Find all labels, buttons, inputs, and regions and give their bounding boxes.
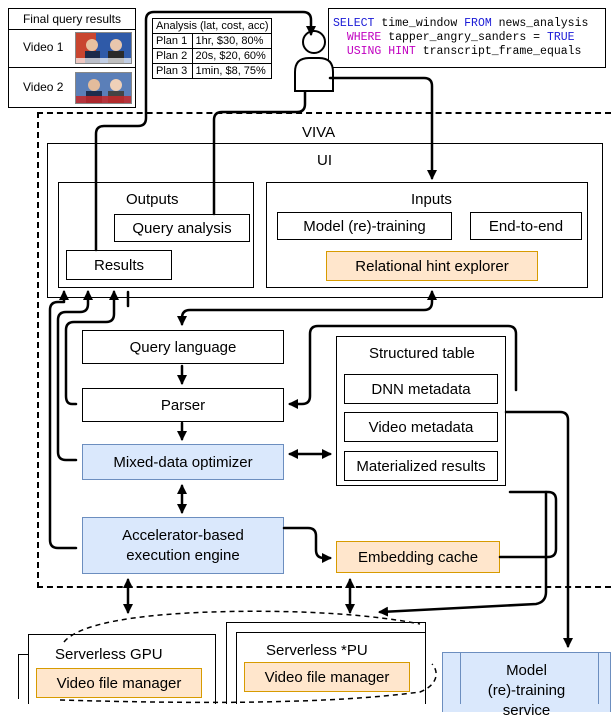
plan-name: Plan 1 <box>152 33 193 49</box>
connector-layer <box>48 10 573 704</box>
inputs-title: Inputs <box>411 191 452 208</box>
query-analysis-button[interactable]: Query analysis <box>114 214 250 242</box>
table-to-parser-arrow <box>288 324 518 409</box>
viva-boundary <box>37 112 611 588</box>
inputs-panel <box>266 182 588 288</box>
user-to-inputs-arrow <box>328 76 437 180</box>
training-service-divider-left <box>460 652 461 704</box>
analysis-header: Analysis (lat, cost, acc) <box>151 18 273 34</box>
outputs-title: Outputs <box>126 191 179 208</box>
ui-title: UI <box>317 152 332 169</box>
execution-engine-box: Accelerator-based execution engine <box>82 517 284 574</box>
final-results-title: Final query results <box>9 9 135 30</box>
query-line-2: WHERE tapper_angry_sanders = TRUE <box>346 31 575 44</box>
execution-engine-line-2: execution engine <box>126 546 240 564</box>
plan-value: 1min, $8, 75% <box>191 63 273 79</box>
dnn-metadata-box: DNN metadata <box>344 374 498 404</box>
analysis-to-user-arrow <box>212 90 307 216</box>
model-training-button[interactable]: Model (re)-training <box>277 212 452 240</box>
results-to-user-arrow <box>94 10 316 252</box>
structured-table-title: Structured table <box>369 345 475 362</box>
table-to-training-arrow <box>504 410 573 648</box>
structure-to-pu-arrow <box>378 490 548 617</box>
results-button[interactable]: Results <box>66 250 172 280</box>
pu-video-file-manager: Video file manager <box>244 662 410 692</box>
outputs-panel <box>58 182 254 288</box>
query-line-3: USING HINT transcript_frame_equals <box>346 45 582 58</box>
gpu-video-file-manager: Video file manager <box>36 668 202 698</box>
mixed-data-optimizer-box: Mixed-data optimizer <box>82 444 284 480</box>
training-service-line-1: Model <box>506 662 547 679</box>
cache-to-table-arrow <box>498 490 558 559</box>
end-to-end-button[interactable]: End-to-end <box>470 212 582 240</box>
engine-to-results-arrow <box>48 290 78 550</box>
video-1-thumbnail[interactable] <box>75 32 132 64</box>
serverless-gpu-title: Serverless GPU <box>55 646 163 663</box>
serverless-dashed-link <box>63 610 421 643</box>
serverless-dashed-link-lower <box>59 663 437 704</box>
user-icon <box>294 30 334 92</box>
training-service-line-3: service <box>502 702 551 719</box>
query-line-1: SELECT time_window FROM news_analysis <box>333 17 589 30</box>
training-service-line-2: (re)-training <box>487 682 566 699</box>
video-metadata-box: Video metadata <box>344 412 498 442</box>
final-results-panel: Final query results Video 1 Video 2 <box>8 8 136 108</box>
serverless-pu-title: Serverless *PU <box>266 642 368 659</box>
video-1-label: Video 1 <box>23 40 64 54</box>
execution-engine-line-1: Accelerator-based <box>122 526 244 544</box>
embedding-cache-box: Embedding cache <box>336 541 500 573</box>
parser-to-results-arrow <box>64 290 119 406</box>
plan-value: 1hr, $30, 80% <box>191 33 273 49</box>
materialized-results-box: Materialized results <box>344 451 498 481</box>
video-2-thumbnail[interactable] <box>75 72 132 104</box>
engine-to-cache-arrow <box>282 526 332 563</box>
viva-title: VIVA <box>302 124 336 141</box>
hint-to-language-arrow <box>177 290 437 326</box>
relational-hint-explorer-button[interactable]: Relational hint explorer <box>326 251 538 281</box>
video-row-1[interactable]: Video 1 <box>9 29 135 68</box>
query-box[interactable]: SELECT time_window FROM news_analysis WH… <box>328 8 606 68</box>
optimizer-to-results-arrow <box>56 290 93 462</box>
video-row-2[interactable]: Video 2 <box>9 67 135 107</box>
training-service-divider-right <box>598 652 599 704</box>
video-2-label: Video 2 <box>23 80 64 94</box>
parser-box: Parser <box>82 388 284 422</box>
query-language-box: Query language <box>82 330 284 364</box>
